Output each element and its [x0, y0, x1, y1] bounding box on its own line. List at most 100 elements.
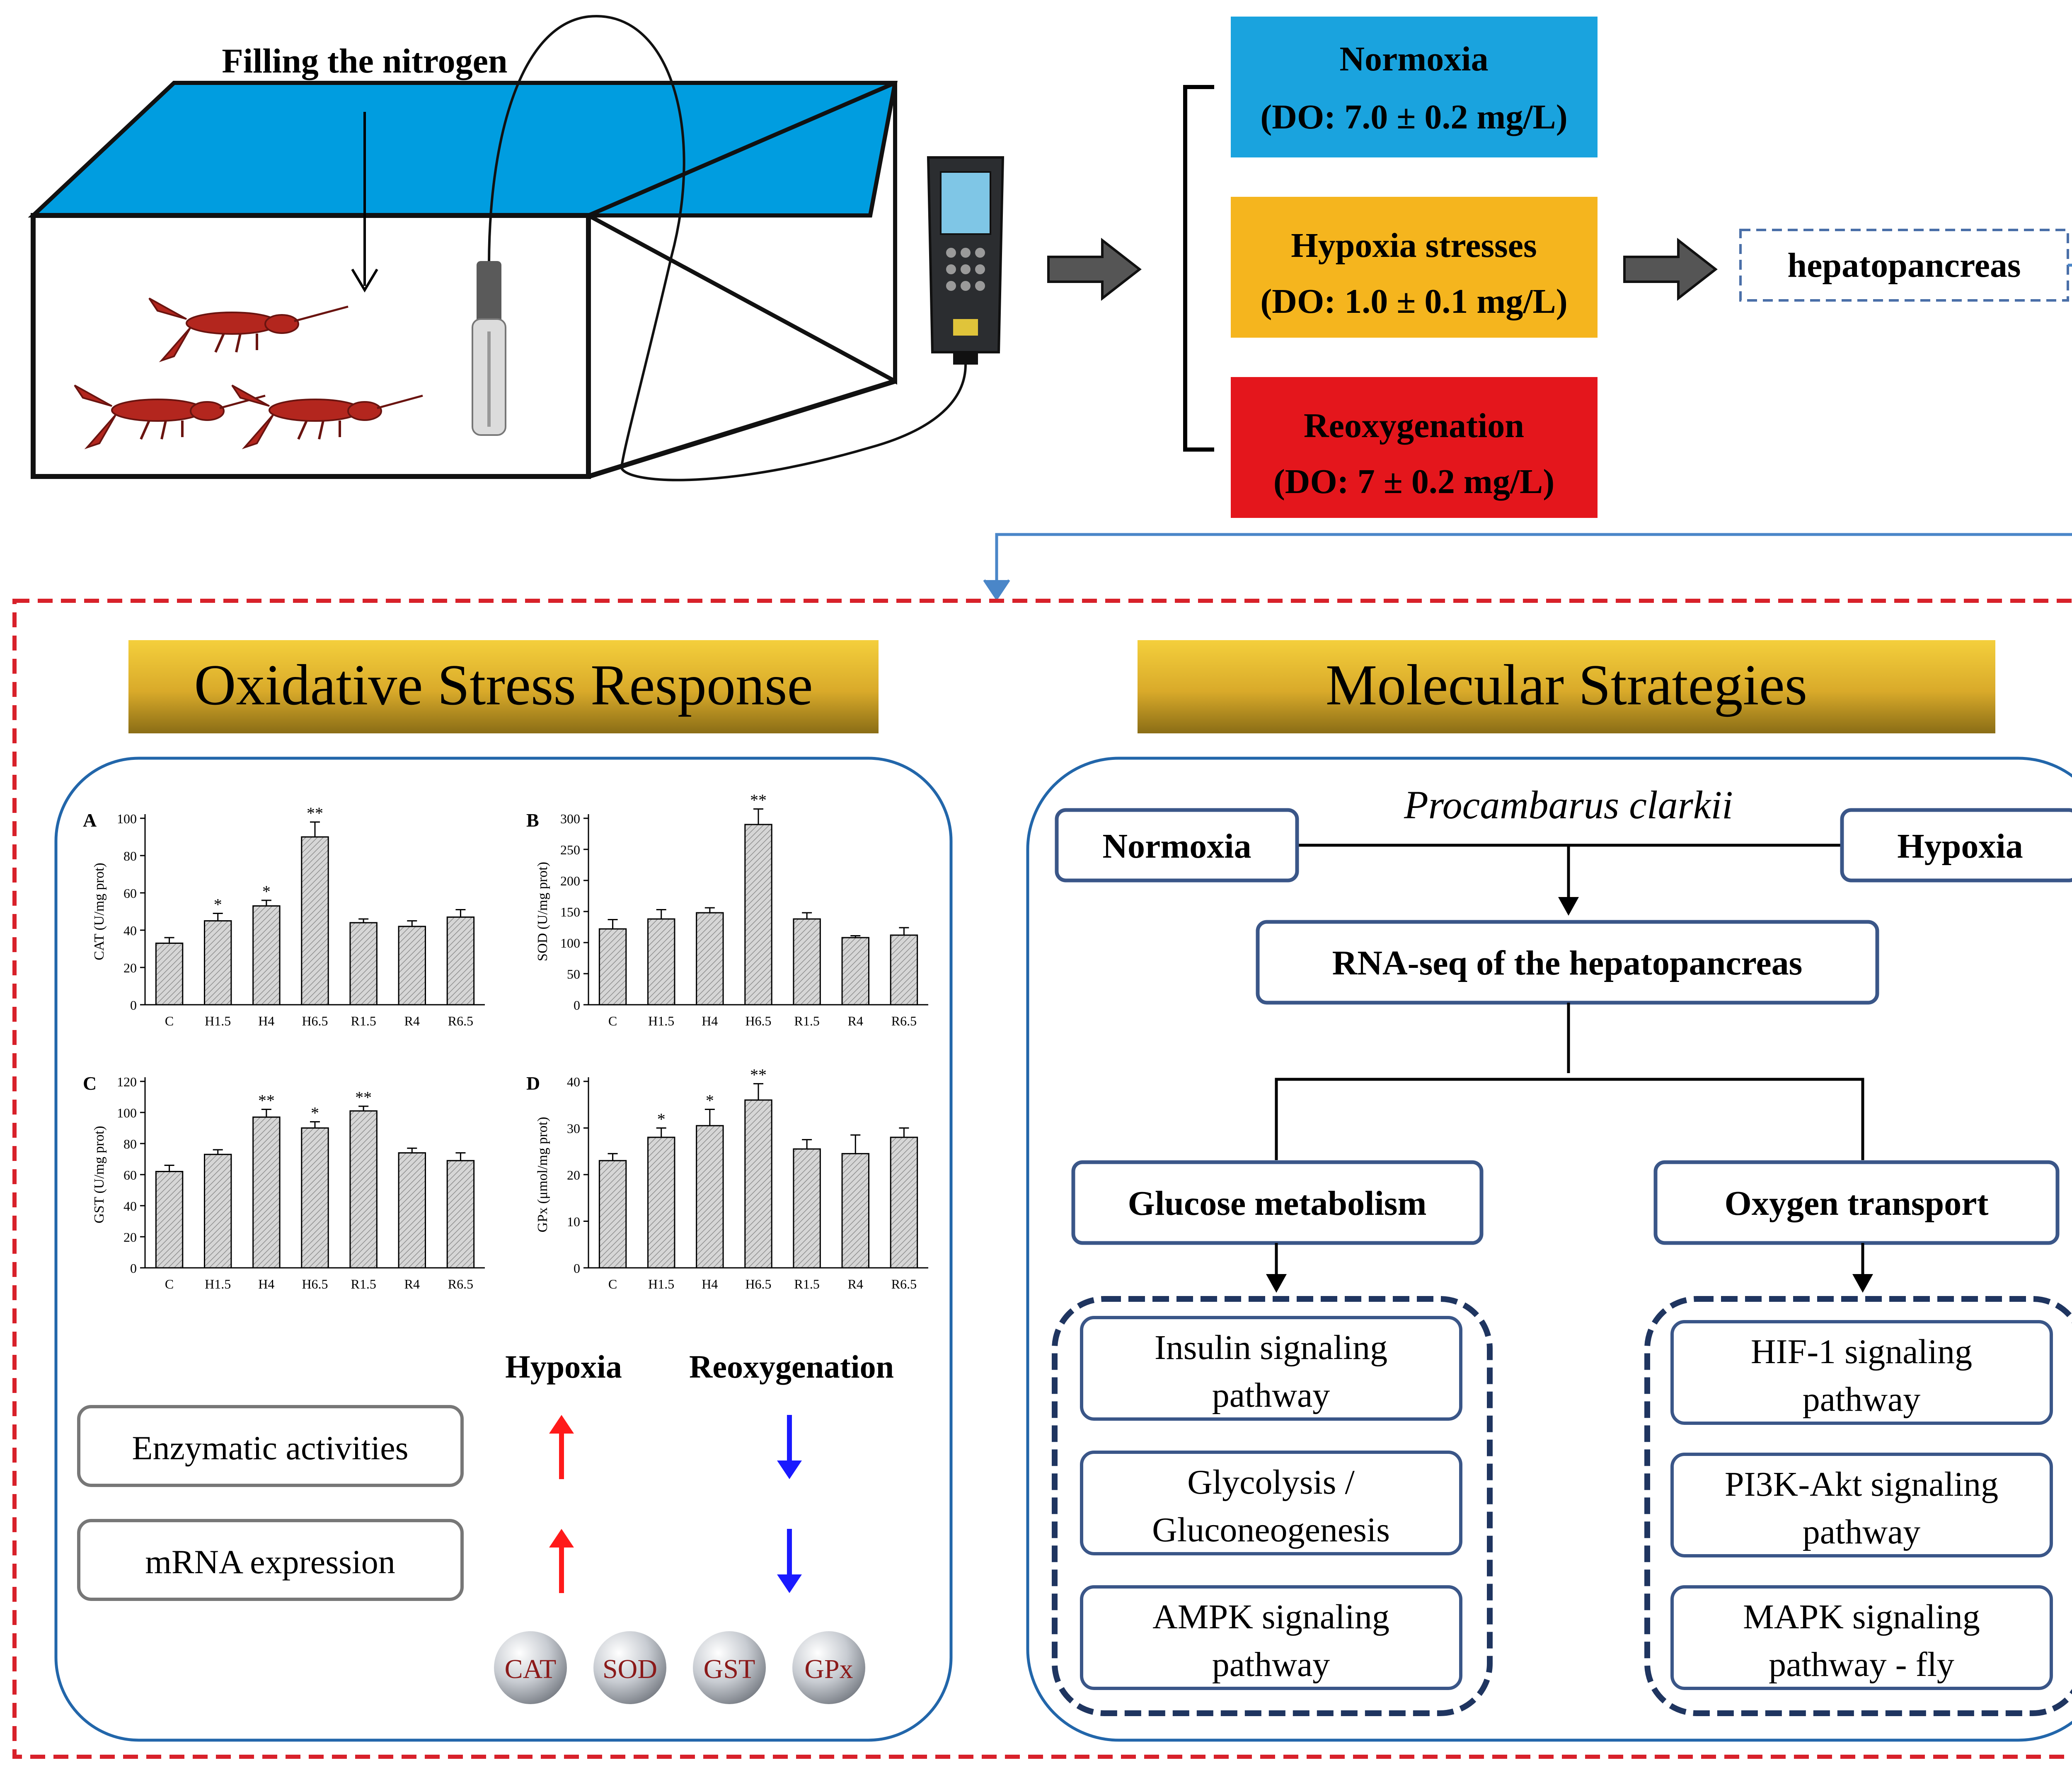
- banner-molecular: Molecular Strategies: [1138, 640, 1995, 733]
- panel-letter: A: [83, 810, 97, 831]
- pathway-line: Insulin signaling: [1155, 1328, 1387, 1367]
- bar: [252, 1116, 281, 1269]
- x-tick-label: H1.5: [205, 1277, 231, 1291]
- condition-normoxia: Normoxia (DO: 7.0 ± 0.2 mg/L): [1231, 17, 1598, 157]
- molecular-panel: [1026, 757, 2072, 1742]
- y-tick-label: 50: [567, 967, 580, 982]
- oxygen-box: Oxygen transport: [1653, 1160, 2060, 1245]
- connector-line: [1275, 1078, 1864, 1160]
- pathway-line: Glycolysis /: [1187, 1463, 1355, 1502]
- bar: [793, 1148, 821, 1269]
- row-mrna: mRNA expression: [77, 1519, 464, 1601]
- condition-detail: (DO: 7 ± 0.2 mg/L): [1273, 462, 1554, 501]
- bar: [647, 918, 675, 1006]
- water-surface: [28, 81, 898, 218]
- y-tick-label: 200: [560, 873, 580, 888]
- x-tick-label: R4: [404, 1013, 420, 1028]
- y-tick-label: 20: [123, 1230, 137, 1245]
- rnaseq-label: RNA-seq of the hepatopancreas: [1332, 944, 1803, 982]
- bar: [890, 934, 918, 1006]
- bar: [349, 1110, 378, 1269]
- y-tick-label: 60: [123, 886, 137, 901]
- pathway-line: HIF-1 signaling: [1751, 1332, 1972, 1371]
- banner-oxidative: Oxidative Stress Response: [128, 640, 879, 733]
- y-tick-label: 60: [123, 1168, 137, 1182]
- significance-mark: **: [750, 1066, 767, 1084]
- pathway-box: MAPK signaling pathway - fly: [1670, 1585, 2053, 1690]
- x-tick-label: H6.5: [745, 1277, 771, 1291]
- enzyme-ball: SOD: [593, 1631, 666, 1704]
- bar: [446, 916, 475, 1006]
- significance-mark: **: [258, 1091, 275, 1110]
- connector-line: [995, 264, 2072, 588]
- x-tick-label: H1.5: [205, 1013, 231, 1028]
- y-tick-label: 40: [123, 1199, 137, 1214]
- crayfish-icon: [148, 297, 349, 363]
- x-tick-label: R6.5: [891, 1013, 917, 1028]
- hypoxia-label: Hypoxia: [1897, 827, 2023, 866]
- crayfish-group: [74, 297, 423, 450]
- x-tick-label: R6.5: [448, 1277, 473, 1291]
- bar: [301, 836, 329, 1006]
- pathway-line: MAPK signaling: [1743, 1598, 1980, 1636]
- condition-detail: (DO: 7.0 ± 0.2 mg/L): [1260, 98, 1567, 136]
- pathway-line: PI3K-Akt signaling: [1725, 1465, 1998, 1504]
- bar: [155, 943, 184, 1006]
- pathway-line: pathway: [1803, 1513, 1921, 1551]
- bar: [744, 824, 772, 1006]
- x-tick-label: H6.5: [302, 1013, 328, 1028]
- significance-mark: *: [311, 1104, 319, 1122]
- condition-bracket: [1183, 85, 1214, 452]
- significance-mark: *: [657, 1110, 666, 1129]
- y-tick-label: 0: [574, 1261, 580, 1276]
- bar: [204, 920, 232, 1006]
- panel-letter: B: [526, 810, 539, 831]
- bar: [841, 937, 869, 1006]
- bar: [598, 928, 627, 1006]
- hypoxia-box: Hypoxia: [1840, 808, 2072, 883]
- y-tick-label: 0: [130, 998, 137, 1013]
- crayfish-icon: [231, 384, 423, 450]
- row-label: Enzymatic activities: [132, 1429, 408, 1467]
- enzyme-ball: GPx: [792, 1631, 865, 1704]
- up-arrow-icon: [549, 1415, 574, 1479]
- pathway-box: Insulin signaling pathway: [1080, 1316, 1462, 1421]
- x-tick-label: R4: [848, 1013, 863, 1028]
- normoxia-label: Normoxia: [1102, 827, 1251, 866]
- panel-letter: D: [526, 1073, 540, 1094]
- x-tick-label: R4: [848, 1277, 863, 1291]
- y-tick-label: 40: [123, 923, 137, 938]
- y-tick-label: 300: [560, 811, 580, 826]
- y-axis-label: CAT (U/mg prot): [92, 863, 107, 960]
- y-axis-label: GST (U/mg prot): [92, 1126, 107, 1223]
- bar: [696, 912, 724, 1006]
- x-tick-label: R6.5: [448, 1013, 473, 1028]
- glucose-label: Glucose metabolism: [1128, 1184, 1427, 1223]
- row-enzymatic: Enzymatic activities: [77, 1405, 464, 1487]
- banner-oxidative-text: Oxidative Stress Response: [194, 653, 813, 717]
- enzyme-ball: GST: [693, 1631, 766, 1704]
- bar: [793, 918, 821, 1006]
- bar: [301, 1127, 329, 1269]
- x-tick-label: H1.5: [648, 1013, 674, 1028]
- up-arrow-icon: [549, 1529, 574, 1593]
- y-tick-label: 250: [560, 842, 580, 857]
- pathway-box: PI3K-Akt signaling pathway: [1670, 1453, 2053, 1557]
- y-tick-label: 10: [567, 1214, 580, 1229]
- condition-detail: (DO: 1.0 ± 0.1 mg/L): [1260, 282, 1567, 321]
- flow-arrow-icon: [1047, 237, 1142, 301]
- bar: [349, 922, 378, 1006]
- x-tick-label: H6.5: [302, 1277, 328, 1291]
- y-tick-label: 80: [123, 849, 137, 863]
- enzyme-label: GPx: [804, 1654, 853, 1684]
- x-tick-label: H4: [702, 1277, 718, 1291]
- enzyme-label: GST: [704, 1654, 755, 1684]
- species-name: Procambarus clarkii: [1404, 783, 1733, 827]
- y-tick-label: 100: [117, 811, 137, 826]
- condition-title: Reoxygenation: [1304, 406, 1524, 445]
